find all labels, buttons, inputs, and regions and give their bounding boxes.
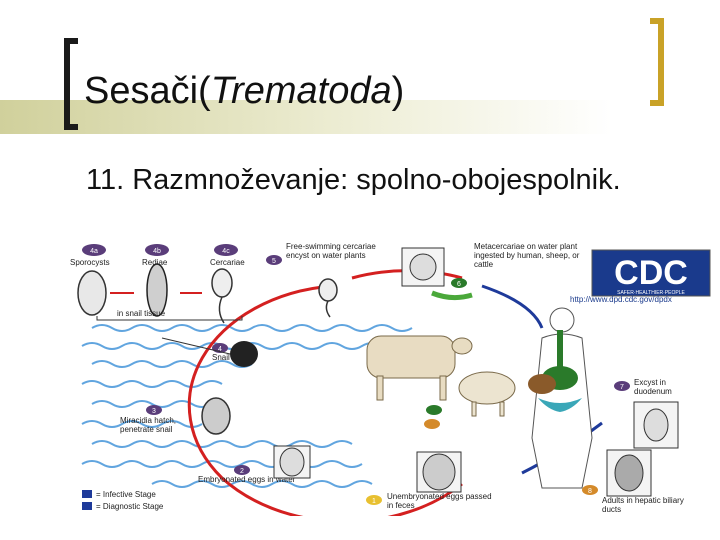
cdc-url: http://www.dpd.cdc.gov/dpdx [570,295,672,304]
miracidium-illustration [201,397,231,435]
stage-num-6: 6 [457,281,461,288]
title-accent-band [0,100,720,134]
water-waves [81,324,423,488]
left-bracket-decoration [64,38,78,130]
stage-7: 7 Excyst in duodenum [614,378,679,449]
title-italic: Trematoda [210,70,392,112]
stage-num-3: 3 [152,408,156,415]
stage-num-8: 8 [588,488,592,495]
stage-label-7: Excyst in duodenum [634,378,672,396]
snail-illustration [230,341,258,367]
stage-num-4c: 4c [222,248,230,255]
stage-num-1: 1 [372,498,376,505]
stage-2: 2 Embryonated eggs in water [198,445,311,484]
stage-num-4b: 4b [153,248,161,255]
redia-illustration [146,263,168,317]
snail-stage-row: 4a 4b 4c Sporocysts Rediae Cercariae in … [70,244,245,324]
legend-diagnostic: = Diagnostic Stage [96,502,164,511]
cercaria-illustration [211,268,233,298]
slide-subtitle: 11. Razmnoževanje: spolno-obojespolnik. [86,164,621,196]
stage-1: 1 Unembryonated eggs passed in feces [366,451,492,510]
cdc-logo: CDC SAFER·HEALTHIER·PEOPLE http://www.dp… [570,249,711,304]
stage-8: 8 Adults in hepatic biliary ducts [582,449,684,514]
stage-num-5: 5 [272,258,276,265]
stage-num-7: 7 [620,384,624,391]
cdc-logo-text: CDC [614,254,688,292]
livestock-illustration [366,335,516,417]
legend-infective: = Infective Stage [96,490,156,499]
page-title: Sesači(Trematoda) [84,70,404,113]
right-bracket-decoration [650,18,664,106]
stage-label-6: Metacercariae on water plant ingested by… [474,242,580,269]
stage-num-2: 2 [240,468,244,475]
stage-label-2: Embryonated eggs in water [198,475,296,484]
title-suffix: ) [391,70,405,112]
center-stage-markers [424,405,442,429]
stage-3: 3 Miracidia hatch, penetrate snail [120,397,231,435]
title-prefix: Sesači( [84,70,211,112]
stage-num-4: 4 [218,346,222,353]
stage-num-4a: 4a [90,248,98,255]
stage-label-cercariae: Cercariae [210,258,245,267]
snail-tissue-label: in snail tissue [117,309,166,318]
stage-label-sporocysts: Sporocysts [70,258,110,267]
stage-label-1: Unembryonated eggs passed in feces [387,492,492,510]
human-host-illustration [528,307,593,489]
stage-label-3: Miracidia hatch, penetrate snail [120,416,177,434]
sporocyst-illustration [77,270,107,316]
cdc-tagline: SAFER·HEALTHIER·PEOPLE [617,290,685,296]
stage-label-snail: Snail [212,353,230,362]
stage-5: 5 Free-swimming cercariae encyst on wate… [266,242,376,318]
stage-label-5: Free-swimming cercariae encyst on water … [286,242,376,260]
lifecycle-diagram: 4a 4b 4c Sporocysts Rediae Cercariae in … [70,242,711,516]
stage-label-rediae: Rediae [142,258,168,267]
stage-label-8: Adults in hepatic biliary ducts [602,496,684,514]
stage-6: 6 Metacercariae on water plant ingested … [401,242,580,301]
legend: = Infective Stage = Diagnostic Stage [82,490,164,511]
encysting-cercaria-illustration [318,278,338,302]
stage-4-snail: 4 Snail [161,337,258,367]
